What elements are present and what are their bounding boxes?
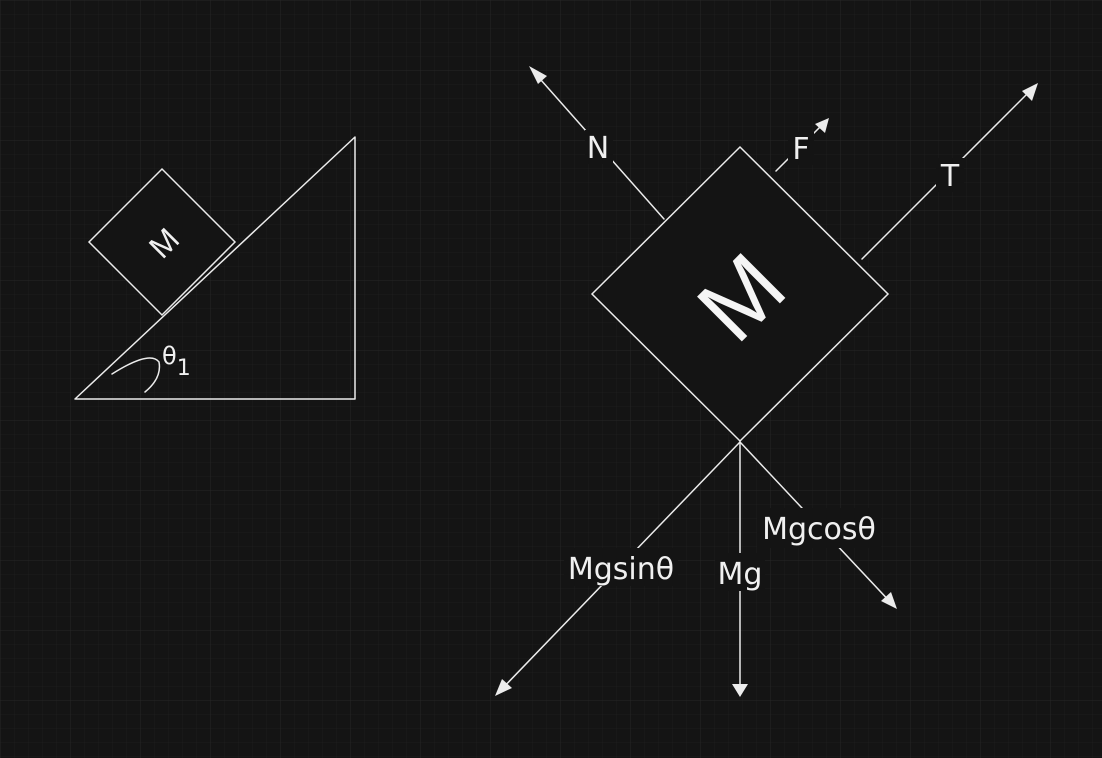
angle-subscript: 1 xyxy=(177,356,191,381)
weight-parallel-component-arrow: Mgsinθ xyxy=(495,441,741,696)
incline-triangle xyxy=(74,136,356,400)
weight-arrow: Mg xyxy=(715,441,765,697)
weight-perpendicular-component-label: Mgcosθ xyxy=(762,512,876,547)
free-body-block-square xyxy=(590,145,890,443)
normal-force-label: N xyxy=(587,131,609,166)
angle-arc xyxy=(111,357,161,393)
angle-label: θ1 xyxy=(162,342,191,381)
incline-diagram: M θ1 xyxy=(74,136,356,400)
tension-force-arrow: T xyxy=(861,83,1038,260)
tension-force-label: T xyxy=(940,159,960,194)
incline-block: M xyxy=(87,167,237,317)
free-body-block: M xyxy=(590,145,890,443)
friction-force-label: F xyxy=(792,132,809,167)
friction-force-arrow: F xyxy=(775,118,829,172)
normal-force-arrow: N xyxy=(529,66,665,220)
incline-block-square xyxy=(87,167,237,317)
weight-perpendicular-component-arrow: Mgcosθ xyxy=(739,441,897,609)
weight-label: Mg xyxy=(718,557,763,592)
free-body-diagram: N F T M Mgsinθ xyxy=(495,66,1038,697)
weight-parallel-component-label: Mgsinθ xyxy=(568,552,674,587)
